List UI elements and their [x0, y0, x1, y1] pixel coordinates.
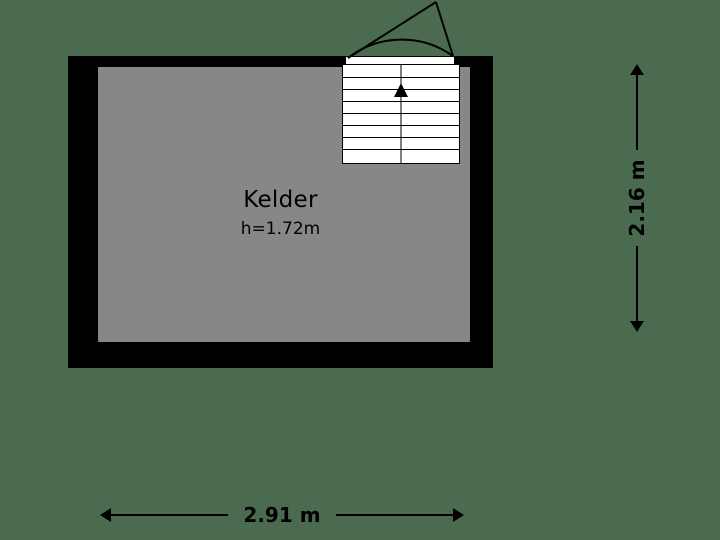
dimension-vertical: 2.16 m — [614, 64, 660, 332]
door-swing-icon — [347, 1, 454, 59]
stair-direction-line — [400, 65, 402, 163]
dimension-vertical-label: 2.16 m — [625, 159, 649, 237]
stairs-up-arrow-icon — [394, 83, 408, 97]
room-label: Kelder h=1.72m — [68, 186, 493, 242]
arrow-up-icon — [630, 64, 644, 75]
room-name: Kelder — [243, 187, 318, 213]
dimension-horizontal: 2.91 m — [100, 492, 464, 536]
dimension-horizontal-label: 2.91 m — [243, 503, 321, 527]
arrow-left-icon — [100, 508, 111, 522]
arrow-down-icon — [630, 321, 644, 332]
staircase — [342, 64, 460, 164]
room-height: h=1.72m — [240, 219, 321, 239]
floorplan-drawing: Kelder h=1.72m — [68, 1, 493, 368]
dimension-horizontal-label-background — [228, 500, 336, 530]
dimension-vertical-label-background — [622, 150, 652, 246]
arrow-right-icon — [453, 508, 464, 522]
